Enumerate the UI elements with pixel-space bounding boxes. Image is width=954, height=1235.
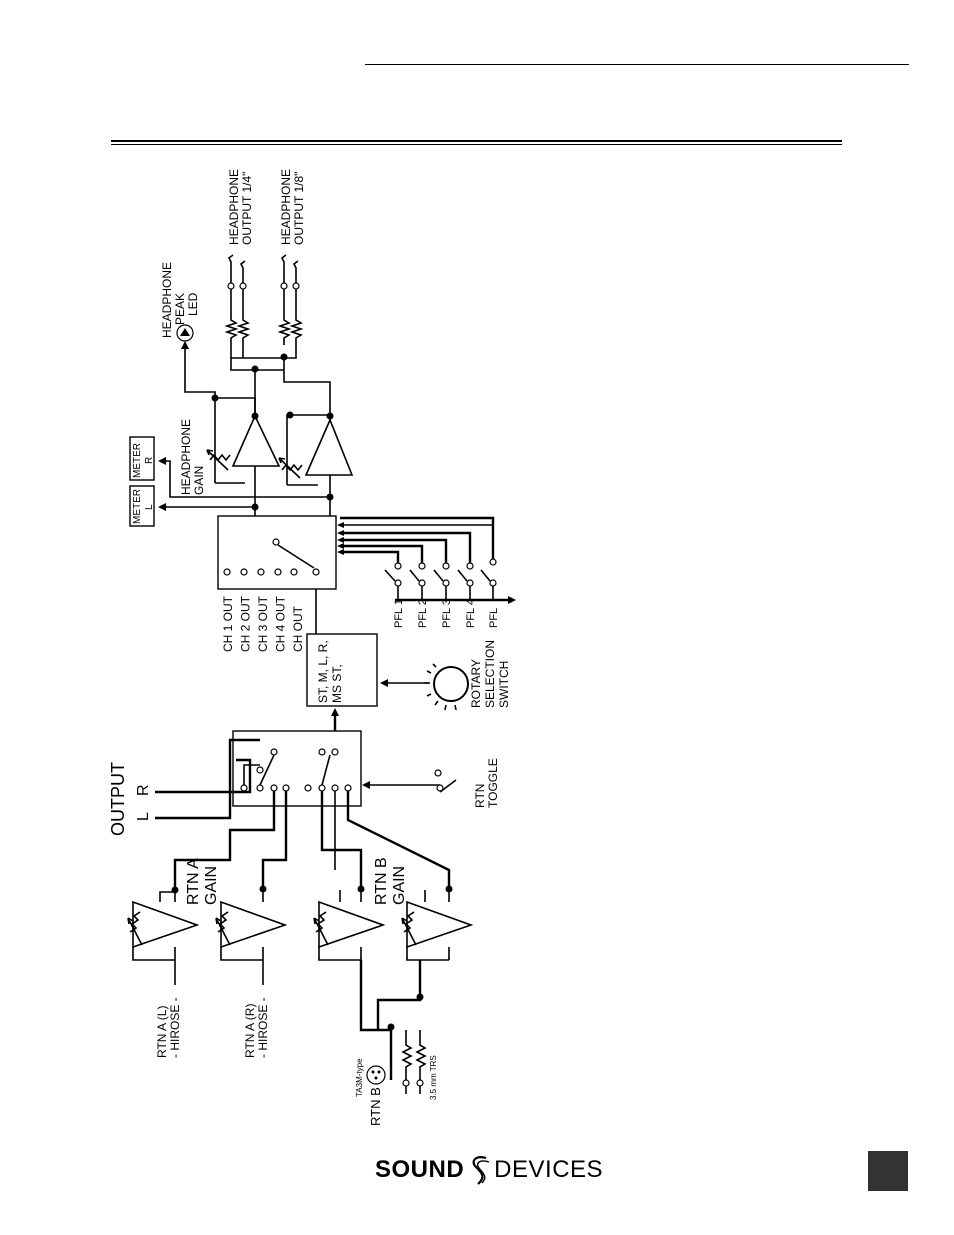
section-rule-bottom	[111, 144, 842, 145]
meter-l-label: METER L	[132, 486, 155, 524]
rotary-switch-knob-icon	[433, 666, 469, 702]
logo-s-swirl-icon	[472, 1156, 490, 1185]
rtn-a-r-label: RTN A (R) - HIROSE -	[243, 997, 270, 1058]
page-number-tab	[868, 1151, 908, 1191]
headphone-peak-label: HEADPHONE PEAK LED	[160, 259, 200, 338]
ta3m-connector-icon	[366, 1065, 386, 1085]
rtn-input-stage	[127, 890, 474, 1094]
rtn-a-r-amplifier	[220, 900, 288, 949]
channel-outs-label: CH 1 OUT CH 2 OUT CH 3 OUT CH 4 OUT CH O…	[221, 593, 305, 652]
meter-r-label: METER R	[132, 440, 155, 478]
meter-r-box	[129, 436, 155, 481]
rotary-switch-label: ROTARY SELECTION SWITCH	[469, 637, 511, 708]
rtn-a-gain-label: RTN A GAIN	[185, 855, 220, 905]
header-rule	[365, 64, 909, 65]
headphone-gain-label: HEADPHONE GAIN	[179, 416, 206, 495]
headphone-amp-right	[304, 417, 354, 476]
rtn-b-amplifier-2	[406, 900, 474, 949]
rtn-b-amplifier-1	[318, 900, 386, 949]
meter-l-box	[129, 485, 155, 527]
rtn-a-l-amplifier	[132, 900, 200, 949]
ta3m-label: TA3M-type	[355, 1058, 364, 1097]
trs-label: 3.5 mm TRS	[429, 1055, 438, 1100]
rtn-toggle-label: RTN TOGGLE	[473, 758, 500, 808]
section-rule-top	[111, 140, 842, 142]
source-select-block	[217, 515, 337, 590]
output-l-label: L	[135, 812, 152, 821]
rtn-b-label: RTN B	[368, 1087, 383, 1126]
headphone-amp-left	[231, 414, 281, 467]
output-r-label: R	[135, 784, 152, 796]
rtn-b-gain-label: RTN B GAIN	[373, 853, 408, 905]
logo-devices-text: DEVICES	[494, 1156, 604, 1183]
headphone-out-eighth-label: HEADPHONE OUTPUT 1/8"	[279, 166, 306, 245]
mode-selection-box	[306, 633, 378, 707]
pfl-labels: PFL 1 PFL 2 PFL 3 PFL 4 PFL	[393, 596, 500, 628]
rtn-a-l-label: RTN A (L) - HIROSE -	[155, 997, 182, 1058]
headphone-out-quarter-label: HEADPHONE OUTPUT 1/4"	[227, 166, 254, 245]
logo-sound-text: SOUND	[375, 1156, 465, 1183]
output-title: OUTPUT	[108, 762, 128, 836]
sound-devices-logo: SOUND DEVICES	[375, 1150, 603, 1190]
rtn-switch-block	[232, 730, 362, 807]
mode-box-label: ST, M, L, R, MS ST,	[316, 637, 344, 703]
